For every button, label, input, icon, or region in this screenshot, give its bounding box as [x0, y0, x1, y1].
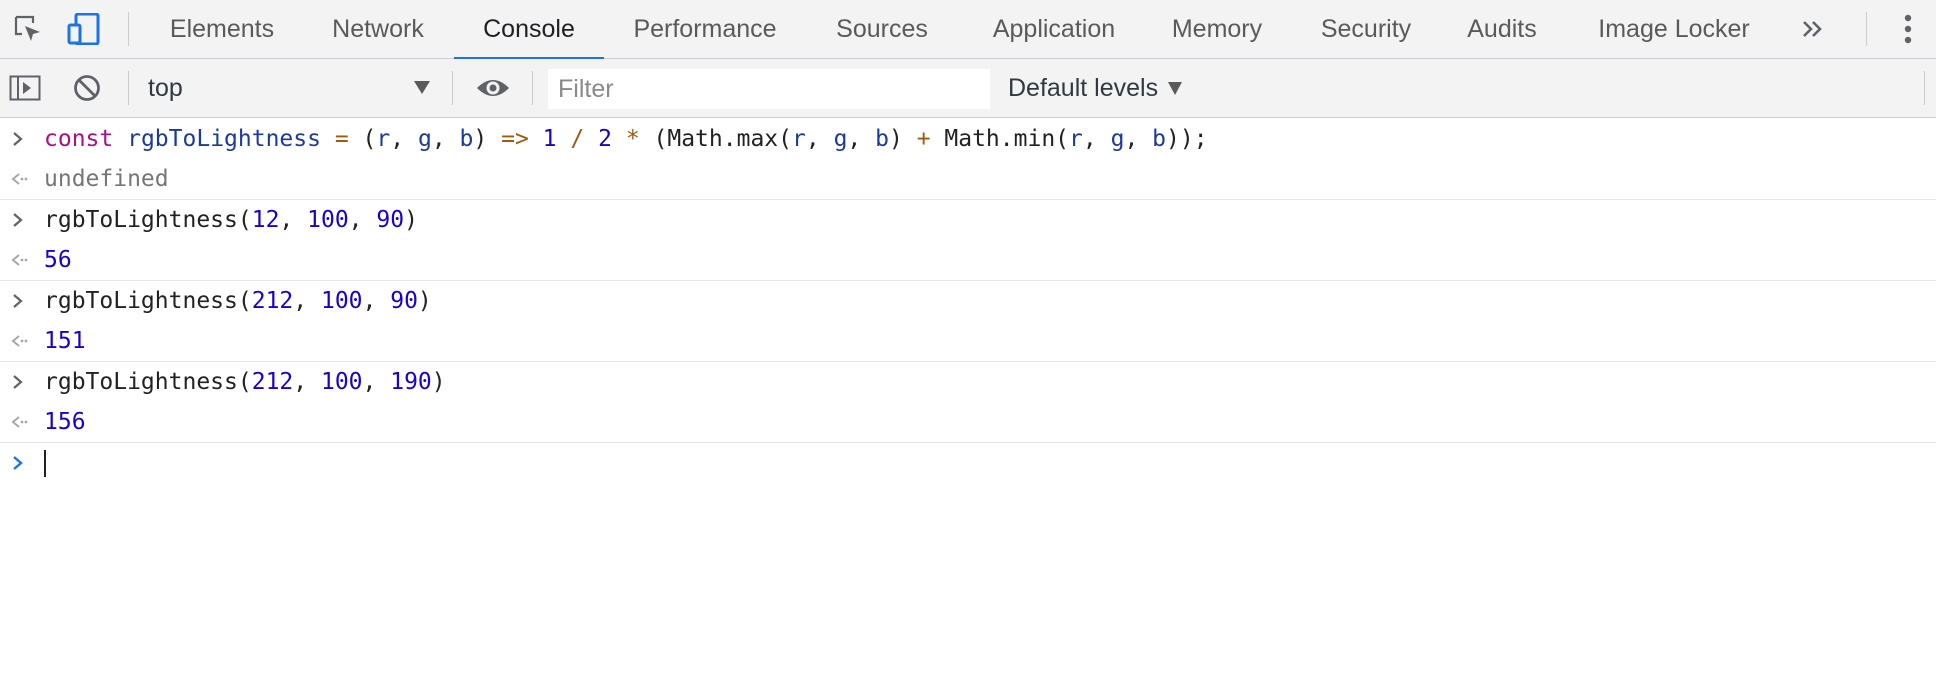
inspect-element-icon[interactable]	[8, 8, 48, 50]
console-input-code: rgbToLightness(212, 100, 90)	[44, 288, 432, 314]
filter-input[interactable]	[548, 69, 990, 109]
console-input-line: rgbToLightness(212, 100, 190)	[0, 362, 1936, 402]
tab-application[interactable]: Application	[992, 15, 1116, 43]
console-prompt[interactable]	[0, 443, 1936, 483]
log-levels-dropdown[interactable]: Default levels	[1008, 67, 1183, 109]
tab-network[interactable]: Network	[332, 15, 424, 43]
console-result-value: 56	[44, 247, 72, 273]
console-result-value: undefined	[44, 166, 169, 192]
result-arrow-icon	[11, 335, 28, 347]
result-arrow-icon	[11, 173, 28, 185]
prompt-chevron-icon	[13, 132, 23, 146]
kebab-menu-icon[interactable]	[1888, 8, 1928, 50]
text-cursor	[44, 450, 46, 477]
context-select-value: top	[148, 73, 183, 102]
clear-console-icon[interactable]	[66, 67, 108, 109]
console-result-value: 156	[44, 409, 86, 435]
toolbar-separator	[1924, 71, 1925, 105]
console-input-code: rgbToLightness(12, 100, 90)	[44, 207, 418, 233]
chevron-down-icon	[414, 81, 430, 94]
device-toolbar-icon[interactable]	[64, 8, 104, 50]
tab-security[interactable]: Security	[1320, 15, 1412, 43]
toolbar-separator	[128, 71, 129, 105]
console-input-line: rgbToLightness(12, 100, 90)	[0, 200, 1936, 240]
console-result-line: 56	[0, 240, 1936, 281]
result-arrow-icon	[11, 416, 28, 428]
toolbar-separator	[452, 71, 453, 105]
sidebar-toggle-icon[interactable]	[4, 67, 46, 109]
console-messages[interactable]: const rgbToLightness = (r, g, b) => 1 / …	[0, 119, 1936, 483]
console-input-line: const rgbToLightness = (r, g, b) => 1 / …	[0, 119, 1936, 159]
prompt-chevron-icon	[13, 375, 23, 389]
console-result-line: 156	[0, 402, 1936, 443]
live-expression-eye-icon[interactable]	[472, 67, 514, 109]
tab-performance[interactable]: Performance	[633, 15, 777, 43]
toolbar-separator	[532, 71, 533, 105]
tabbar-separator	[128, 12, 129, 46]
log-levels-label: Default levels	[1008, 73, 1159, 102]
tab-elements[interactable]: Elements	[169, 15, 275, 43]
prompt-chevron-icon	[13, 213, 23, 227]
devtools-tab-bar: Elements Network Console Performance Sou…	[0, 0, 1936, 60]
context-select[interactable]: top	[136, 67, 442, 109]
more-tabs-icon[interactable]	[1792, 8, 1834, 50]
console-input-line: rgbToLightness(212, 100, 90)	[0, 281, 1936, 321]
tab-audits[interactable]: Audits	[1467, 15, 1537, 43]
tab-console[interactable]: Console	[454, 0, 604, 60]
console-result-value: 151	[44, 328, 86, 354]
tab-image-locker[interactable]: Image Locker	[1598, 15, 1750, 43]
console-input-code: rgbToLightness(212, 100, 190)	[44, 369, 446, 395]
tab-memory[interactable]: Memory	[1171, 15, 1263, 43]
tab-sources[interactable]: Sources	[836, 15, 928, 43]
console-result-line: 151	[0, 321, 1936, 362]
tabbar-separator	[1866, 12, 1867, 46]
chevron-down-icon	[1168, 81, 1183, 95]
result-arrow-icon	[11, 254, 28, 266]
console-input-code: const rgbToLightness = (r, g, b) => 1 / …	[44, 126, 1208, 152]
prompt-chevron-icon	[13, 456, 23, 470]
prompt-chevron-icon	[13, 294, 23, 308]
console-result-line: undefined	[0, 159, 1936, 200]
